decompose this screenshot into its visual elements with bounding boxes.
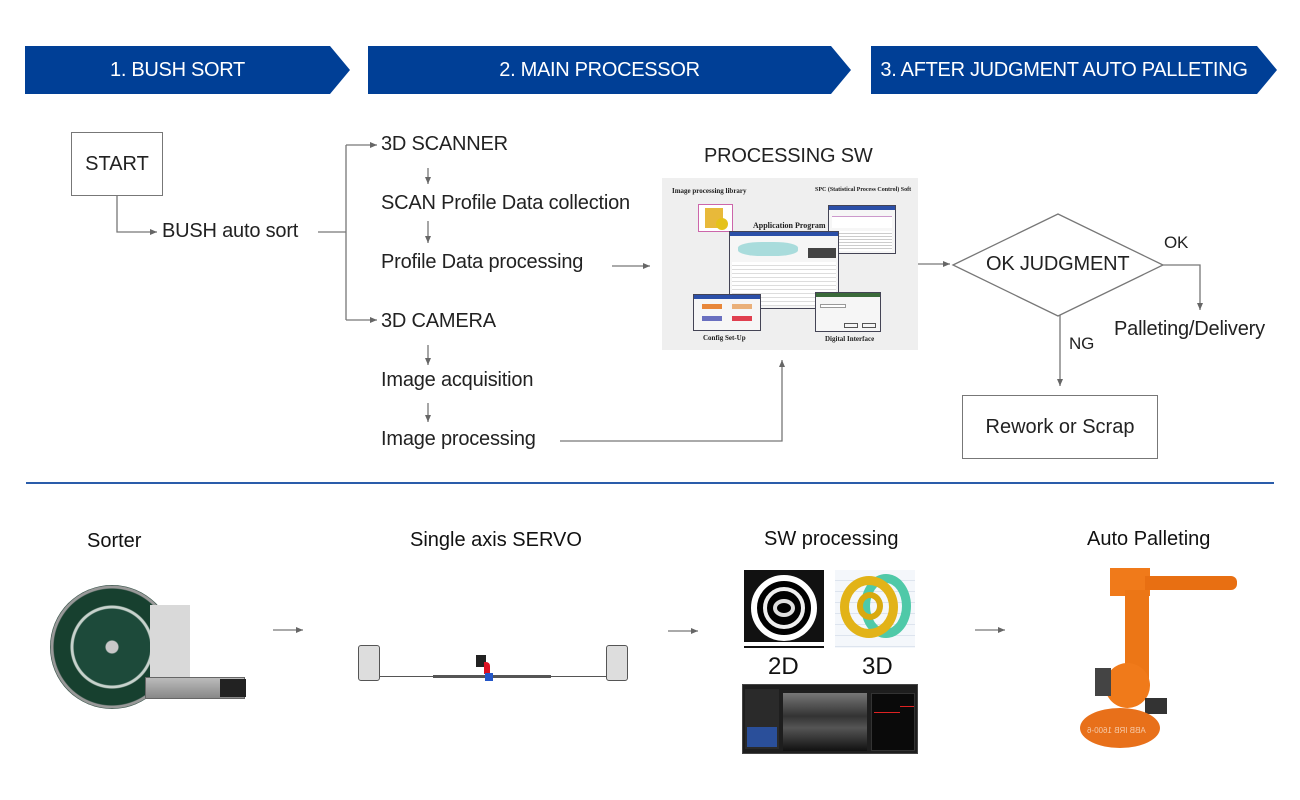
sw-viewer-screenshot [742,684,918,754]
3d-label: 3D [862,653,893,680]
sorter-caption: Sorter [87,530,142,552]
3d-image [835,570,915,648]
banner-arrow-icon [1257,46,1277,94]
sorter-image [50,585,250,715]
connector-start-bush [116,196,157,235]
rework-scrap-label: Rework or Scrap [985,415,1135,438]
app-label: Application Program [753,221,826,230]
config-label: Config Set-Up [703,334,746,342]
connector-ok [1163,264,1203,310]
image-acquisition-label: Image acquisition [381,369,534,391]
servo-caption: Single axis SERVO [410,529,582,551]
stage-label: 1. BUSH SORT [110,58,245,81]
stage-banner-main-processor: 2. MAIN PROCESSOR [368,46,851,94]
image-processing-label: Image processing [381,428,536,450]
robot-arm-image: ABB IRB 1600-6 [1065,568,1245,753]
rework-scrap-box: Rework or Scrap [962,395,1158,459]
ng-label: NG [1069,334,1095,353]
profile-processing-label: Profile Data processing [381,251,584,273]
palleting-delivery-label: Palleting/Delivery [1114,318,1265,340]
servo-image [358,640,628,685]
bush-auto-sort-label: BUSH auto sort [162,220,299,242]
2d-image [744,570,824,648]
banner-arrow-icon [831,46,851,94]
start-box: START [71,132,163,196]
stage-banner-auto-palleting: 3. AFTER JUDGMENT AUTO PALLETING [871,46,1277,94]
digital-interface-window [815,292,881,332]
connector-image-sw [560,360,785,442]
banner-arrow-icon [330,46,350,94]
judgment-label: OK JUDGMENT [986,253,1130,275]
processing-sw-title: PROCESSING SW [704,145,873,167]
processing-sw-diagram: Image processing library SPC (Statistica… [662,178,918,350]
library-box-icon [698,204,733,232]
spc-label: SPC (Statistical Process Control) Soft [815,187,912,193]
sw-processing-caption: SW processing [764,528,899,550]
scanner-label: 3D SCANNER [381,133,508,155]
stage-label: 2. MAIN PROCESSOR [499,58,700,81]
ok-label: OK [1164,233,1189,252]
stage-label: 3. AFTER JUDGMENT AUTO PALLETING [880,58,1248,81]
robot-marking: ABB IRB 1600-6 [1087,726,1146,735]
library-label: Image processing library [672,187,747,195]
auto-palleting-caption: Auto Palleting [1087,528,1211,550]
spc-window [828,205,896,254]
config-window [693,294,761,331]
2d-label: 2D [768,653,799,680]
start-label: START [85,152,149,175]
camera-label: 3D CAMERA [381,310,496,332]
stage-banner-bush-sort: 1. BUSH SORT [25,46,350,94]
scan-profile-label: SCAN Profile Data collection [381,192,630,214]
digital-label: Digital Interface [825,335,875,343]
